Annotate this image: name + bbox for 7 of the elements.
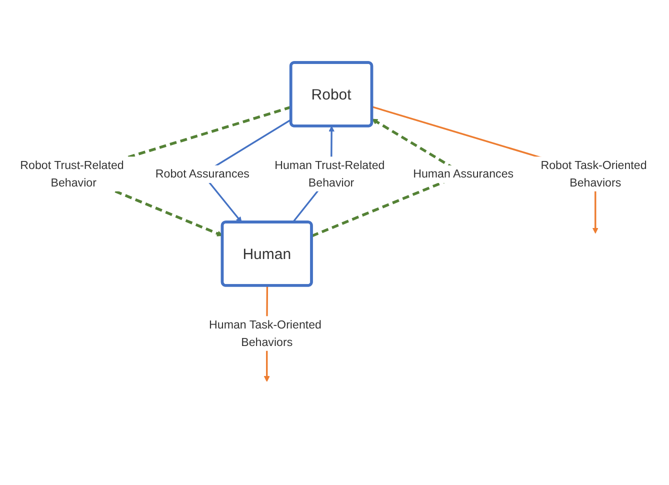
edge-label: Human Assurances — [413, 167, 514, 180]
edge-label: Robot Assurances — [155, 167, 250, 180]
arrow — [372, 106, 598, 234]
edge-label: Robot Trust-Related Behavior — [20, 158, 124, 189]
edge-label: Human Task-Oriented Behaviors — [209, 318, 322, 349]
edge-label: Robot Task-Oriented Behaviors — [540, 158, 647, 189]
edge-label: Human Trust-Related Behavior — [274, 158, 385, 189]
